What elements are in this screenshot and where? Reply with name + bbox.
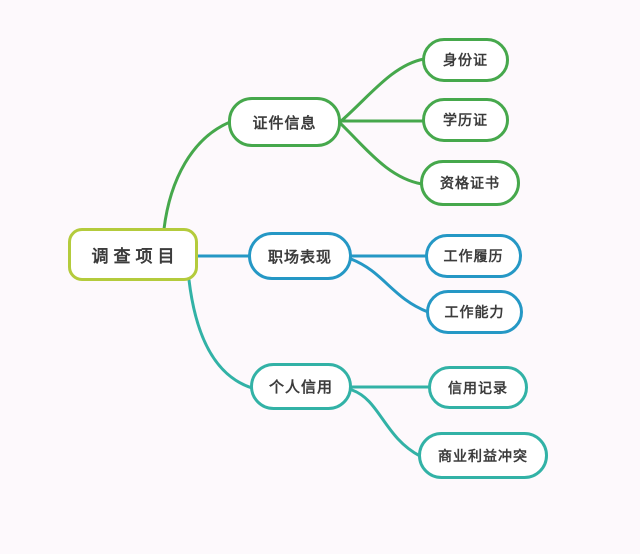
leaf-node-business-conflict[interactable]: 商业利益冲突: [418, 432, 548, 479]
connector-root-credit: [187, 278, 254, 390]
leaf-node-id-card[interactable]: 身份证: [422, 38, 509, 82]
leaf-node-work-history[interactable]: 工作履历: [425, 234, 522, 278]
root-node[interactable]: 调查项目: [68, 228, 198, 281]
connector-credit-business-conflict: [350, 388, 422, 458]
connector-documents-id-card: [338, 57, 426, 124]
leaf-node-credit-record[interactable]: 信用记录: [428, 366, 528, 409]
connector-documents-qualification-cert: [338, 121, 424, 186]
connector-workplace-work-ability: [349, 257, 430, 314]
branch-node-workplace[interactable]: 职场表现: [248, 232, 352, 280]
branch-node-documents[interactable]: 证件信息: [228, 97, 341, 147]
connector-root-documents: [162, 120, 232, 231]
branch-node-credit[interactable]: 个人信用: [250, 363, 352, 410]
leaf-node-work-ability[interactable]: 工作能力: [426, 290, 523, 334]
leaf-node-education-cert[interactable]: 学历证: [422, 98, 509, 142]
leaf-node-qualification-cert[interactable]: 资格证书: [420, 160, 520, 206]
